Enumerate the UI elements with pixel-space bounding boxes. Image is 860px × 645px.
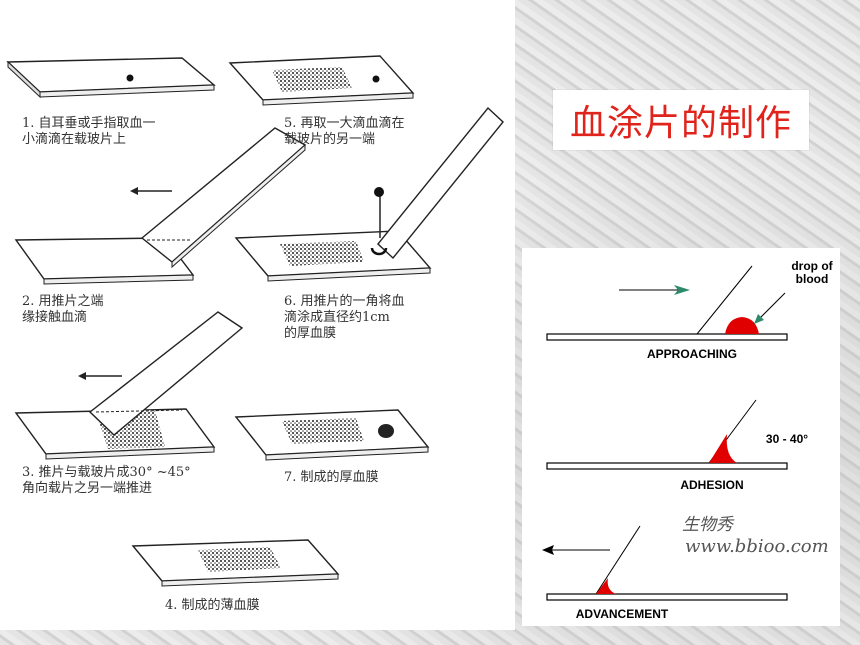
adhesion-label: ADHESION: [680, 478, 744, 492]
watermark-chinese: 生物秀: [682, 515, 733, 535]
slide-step-6: [234, 106, 504, 282]
slide-step-3: [14, 311, 244, 460]
drop-of-blood-label: drop of blood: [777, 260, 847, 286]
stage-advancement: [542, 525, 788, 601]
stage-approaching: [546, 265, 788, 341]
arrow-right-icon: [674, 285, 690, 295]
watermark-url: www.bbioo.com: [685, 536, 829, 557]
slide-illustrations: [6, 55, 504, 587]
blood-drop-icon: [725, 317, 759, 334]
slide-step-2: [14, 127, 307, 285]
caption-step-6: 6. 用推片的一角将血 滴涂成直径约1cm 的厚血膜: [284, 294, 405, 341]
caption-step-2: 2. 用推片之端 缘接触血滴: [22, 294, 104, 325]
page-title: 血涂片的制作: [569, 103, 792, 144]
blood-drop-icon: [372, 75, 380, 83]
caption-step-3: 3. 推片与载玻片成30° ~45° 角向载片之另一端推进: [22, 465, 191, 496]
caption-step-7: 7. 制成的厚血膜: [284, 470, 379, 485]
slide-step-1: [6, 57, 216, 99]
stage-adhesion: [546, 399, 788, 470]
caption-step-5: 5. 再取一大滴血滴在 载玻片的另一端: [284, 116, 405, 147]
arrow-left-icon: [78, 372, 86, 380]
drop-of-blood-text: drop of blood: [791, 259, 833, 286]
arrow-left-icon: [130, 187, 138, 195]
caption-step-4: 4. 制成的薄血膜: [165, 598, 260, 613]
arrow-pointer-icon: [754, 314, 764, 324]
slide-step-7: [234, 409, 430, 461]
angle-label: 30 - 40°: [765, 432, 809, 446]
blood-drop-icon: [126, 74, 134, 82]
smear-process-diagram: drop of blood APPROACHING 30 - 40° ADHES…: [522, 248, 840, 626]
slide-step-5: [228, 55, 415, 106]
left-illustration-panel: 1. 自耳垂或手指取血一 小滴滴在载玻片上 2. 用推片之端 缘接触血滴 3. …: [0, 0, 515, 630]
approaching-label: APPROACHING: [646, 347, 737, 361]
advancement-label: ADVANCEMENT: [575, 607, 669, 621]
caption-step-1: 1. 自耳垂或手指取血一 小滴滴在载玻片上: [22, 116, 156, 147]
title-box: 血涂片的制作: [553, 90, 809, 150]
arrow-left-icon: [542, 545, 554, 555]
process-steps-svg: [542, 265, 788, 601]
slide-step-4: [131, 539, 340, 587]
